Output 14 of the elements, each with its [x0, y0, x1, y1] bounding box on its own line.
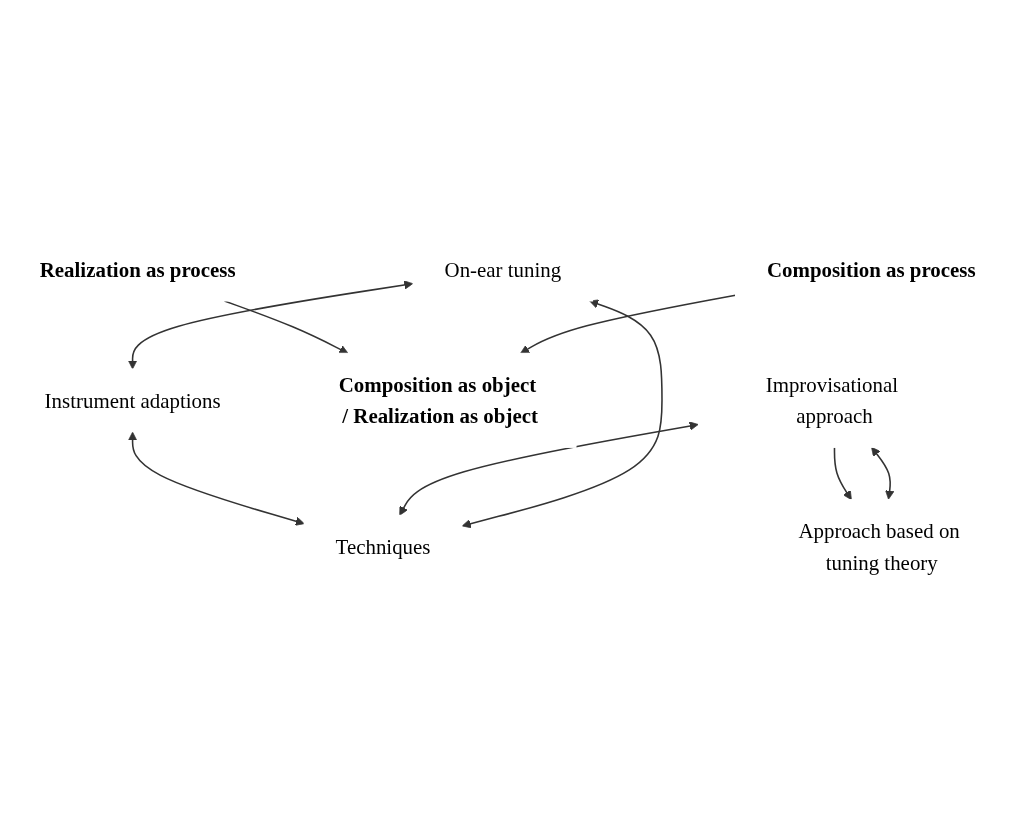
node-text: On-ear tuning [444, 258, 562, 282]
arrow [833, 446, 852, 501]
arrow [871, 446, 895, 500]
node-text: Instrument adaptions [44, 388, 221, 412]
arrow [128, 431, 305, 526]
arrow [128, 280, 414, 370]
node-text: Composition as object / Realization as object [338, 373, 538, 428]
node-text: Realization as process [39, 258, 236, 282]
node-text: Improvisational approach [765, 373, 899, 428]
arrow [399, 421, 699, 516]
node-text: Techniques [335, 535, 431, 559]
node-text: Composition as process [766, 258, 976, 282]
arrow [461, 299, 663, 529]
node-text: Approach based on tuning theory [798, 519, 960, 574]
